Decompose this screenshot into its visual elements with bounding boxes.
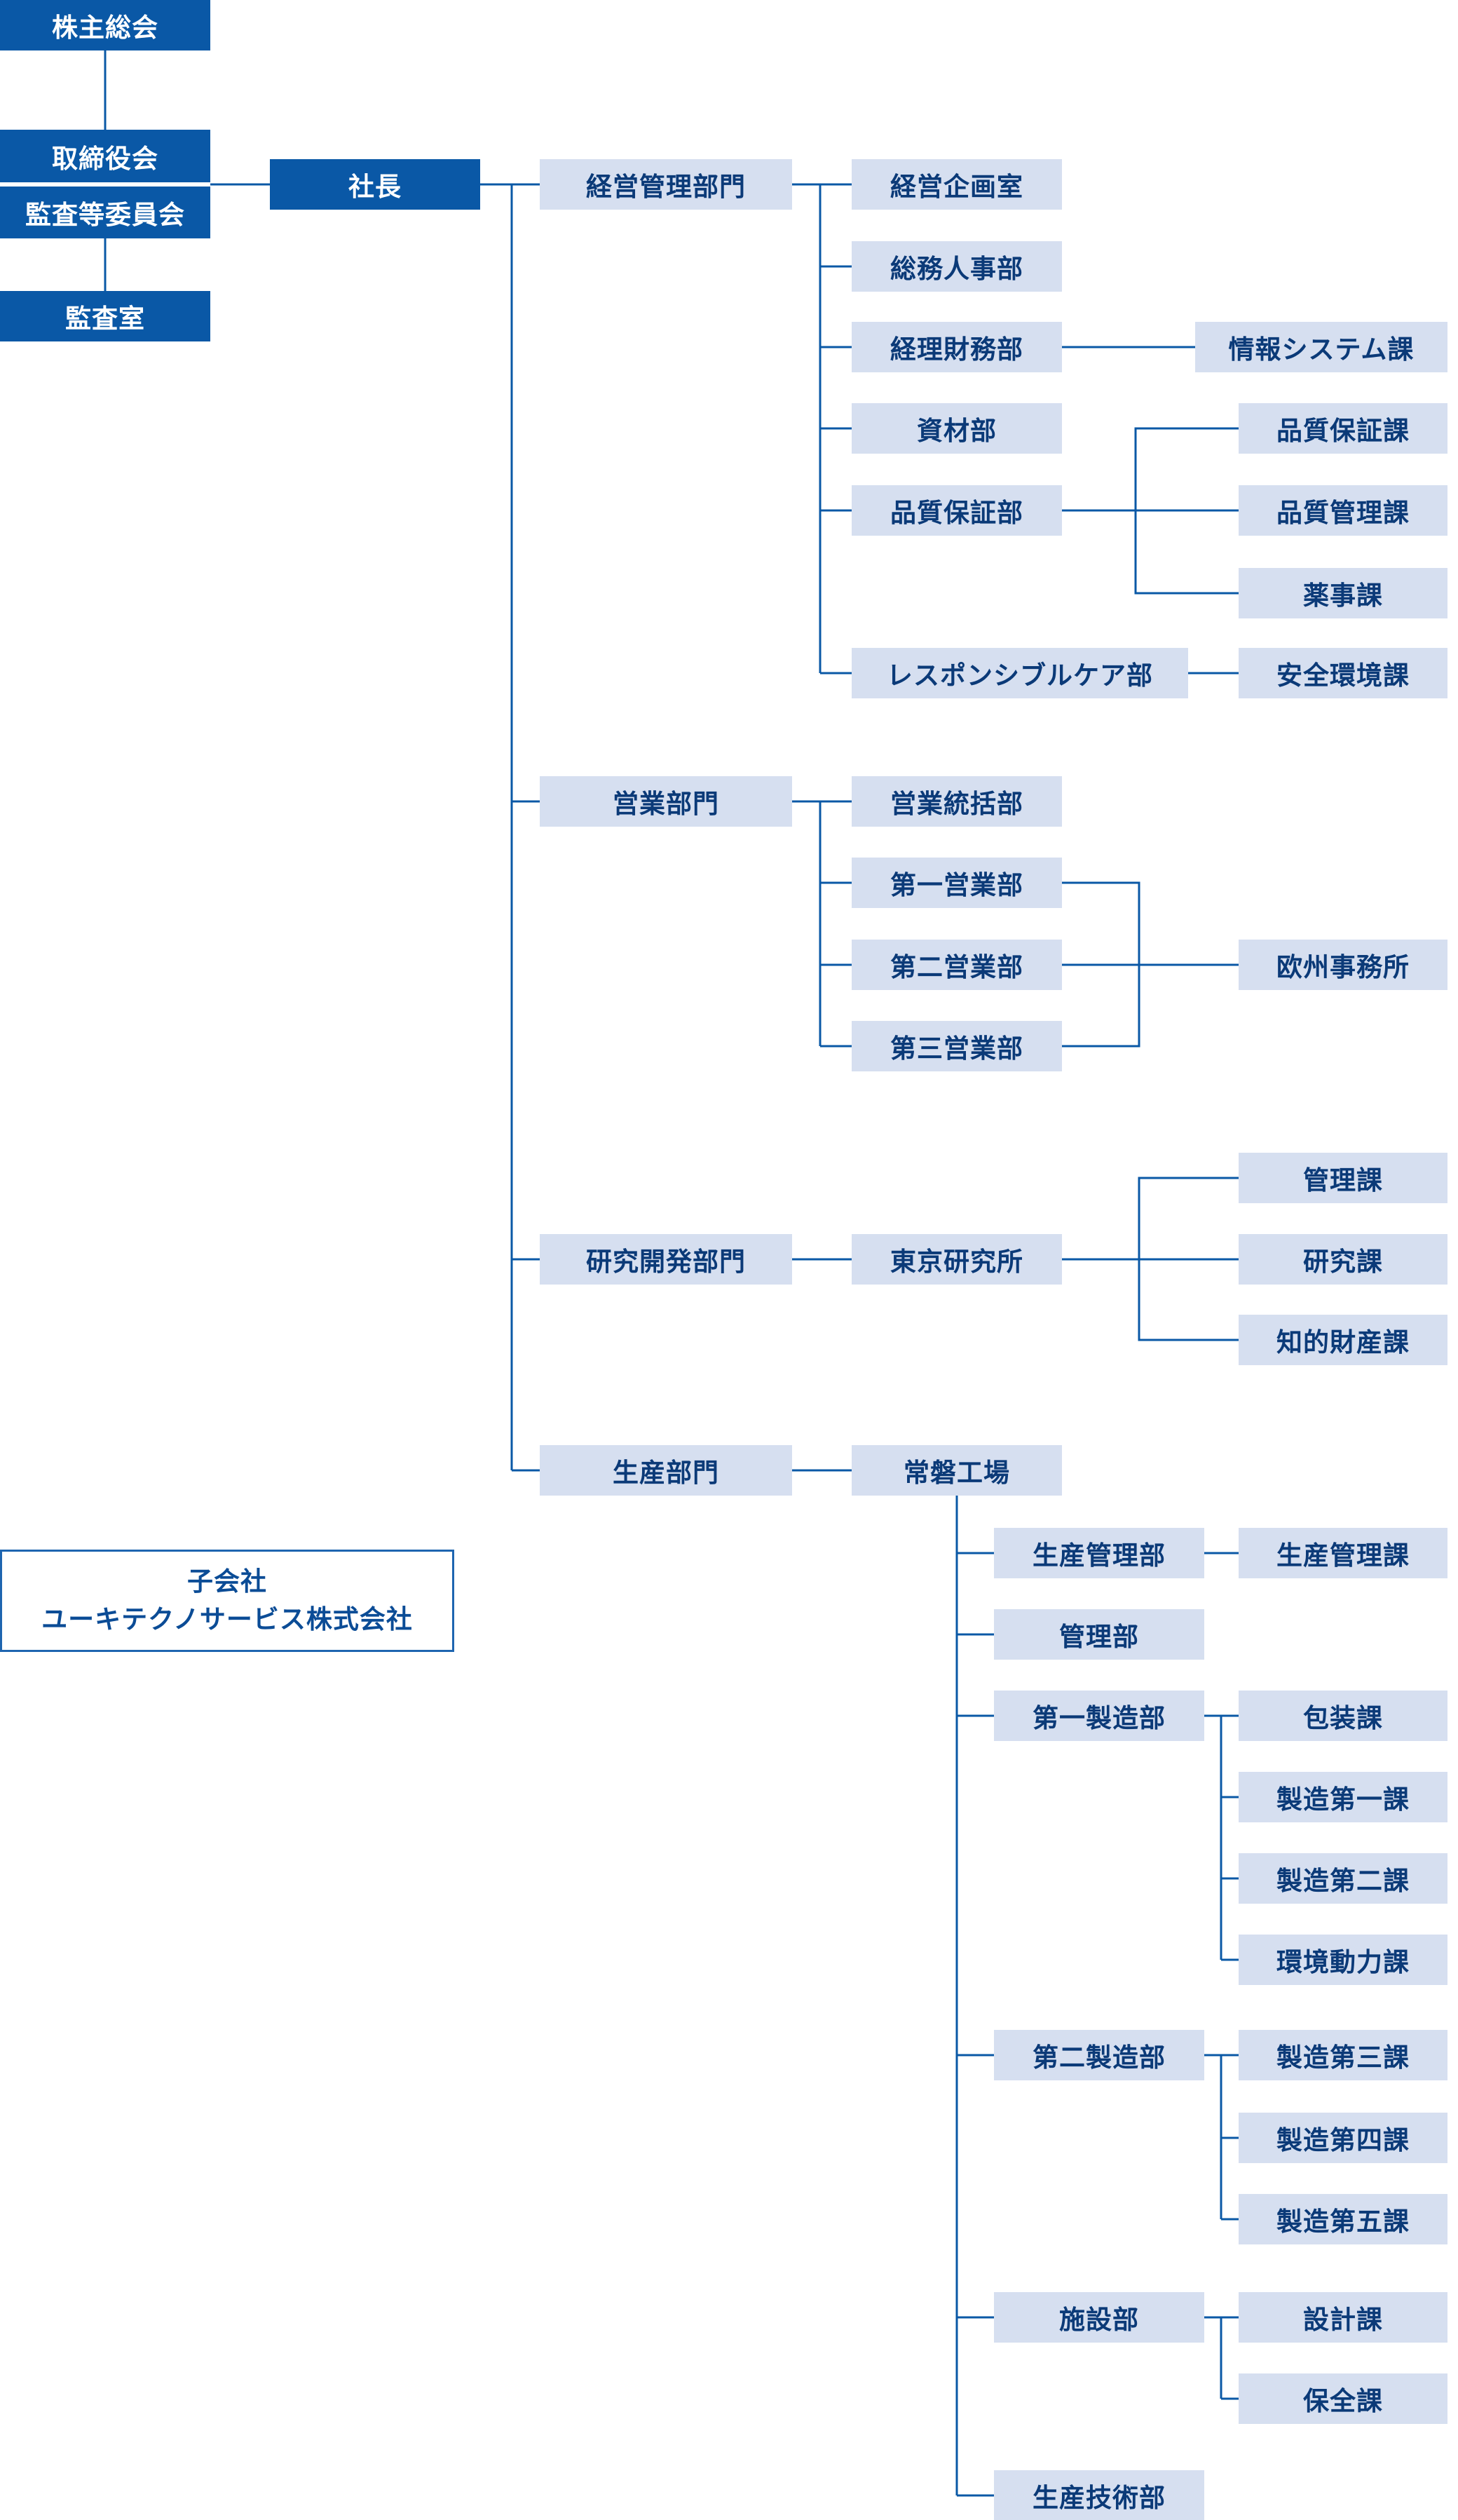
mfg-sec-3-box: 製造第三課 [1239,2030,1447,2080]
sales-general-box: 営業統括部 [852,776,1062,827]
responsible-care-box: レスポンシブルケア部 [852,648,1188,698]
sales-dept-3-box: 第三営業部 [852,1021,1062,1071]
prod-tech-dept-box: 生産技術部 [994,2470,1204,2520]
prod-mgmt-sec-box: 生産管理課 [1239,1528,1447,1578]
mfg-sec-1-box: 製造第一課 [1239,1772,1447,1822]
rnd-division-box: 研究開発部門 [540,1234,792,1285]
subsidiary-name: ユーキテクノサービス株式会社 [41,1604,413,1634]
mfg-sec-4-box: 製造第四課 [1239,2113,1447,2163]
info-systems-box: 情報システム課 [1195,322,1447,372]
subsidiary-heading: 子会社 [187,1566,267,1597]
prod-mgmt-dept-box: 生産管理部 [994,1528,1204,1578]
quality-control-sec-box: 品質管理課 [1239,485,1447,536]
mfg-sec-2-box: 製造第二課 [1239,1853,1447,1904]
utilities-sec-box: 環境動力課 [1239,1935,1447,1985]
mfg-sec-5-box: 製造第五課 [1239,2194,1447,2244]
packaging-sec-box: 包装課 [1239,1691,1447,1741]
quality-assurance-sec-box: 品質保証課 [1239,403,1447,454]
production-division-box: 生産部門 [540,1445,792,1496]
ip-sec-box: 知的財産課 [1239,1315,1447,1365]
mfg-dept-2-box: 第二製造部 [994,2030,1204,2080]
president-box: 社長 [270,159,480,210]
management-division-box: 経営管理部門 [540,159,792,210]
sales-division-box: 営業部門 [540,776,792,827]
sales-dept-1-box: 第一営業部 [852,858,1062,908]
europe-office-box: 欧州事務所 [1239,940,1447,990]
design-sec-box: 設計課 [1239,2292,1447,2343]
subsidiary-box: 子会社 ユーキテクノサービス株式会社 [0,1550,454,1652]
sales-dept-2-box: 第二営業部 [852,940,1062,990]
facilities-dept-box: 施設部 [994,2292,1204,2343]
rnd-admin-sec-box: 管理課 [1239,1153,1447,1203]
plant-box: 常磐工場 [852,1445,1062,1496]
research-sec-box: 研究課 [1239,1234,1447,1285]
shareholders-meeting-box: 株主総会 [0,0,210,50]
mfg-dept-1-box: 第一製造部 [994,1691,1204,1741]
admin-dept-box: 管理部 [994,1609,1204,1660]
audit-office-box: 監査室 [0,291,210,341]
tokyo-lab-box: 東京研究所 [852,1234,1062,1285]
quality-assurance-dept-box: 品質保証部 [852,485,1062,536]
general-affairs-hr-box: 総務人事部 [852,241,1062,292]
audit-committee-box: 監査等委員会 [0,187,210,238]
corporate-planning-box: 経営企画室 [852,159,1062,210]
board-of-directors-box: 取締役会 [0,130,210,182]
maintenance-sec-box: 保全課 [1239,2373,1447,2424]
accounting-finance-box: 経理財務部 [852,322,1062,372]
materials-box: 資材部 [852,403,1062,454]
safety-environment-box: 安全環境課 [1239,648,1447,698]
regulatory-affairs-sec-box: 薬事課 [1239,568,1447,618]
